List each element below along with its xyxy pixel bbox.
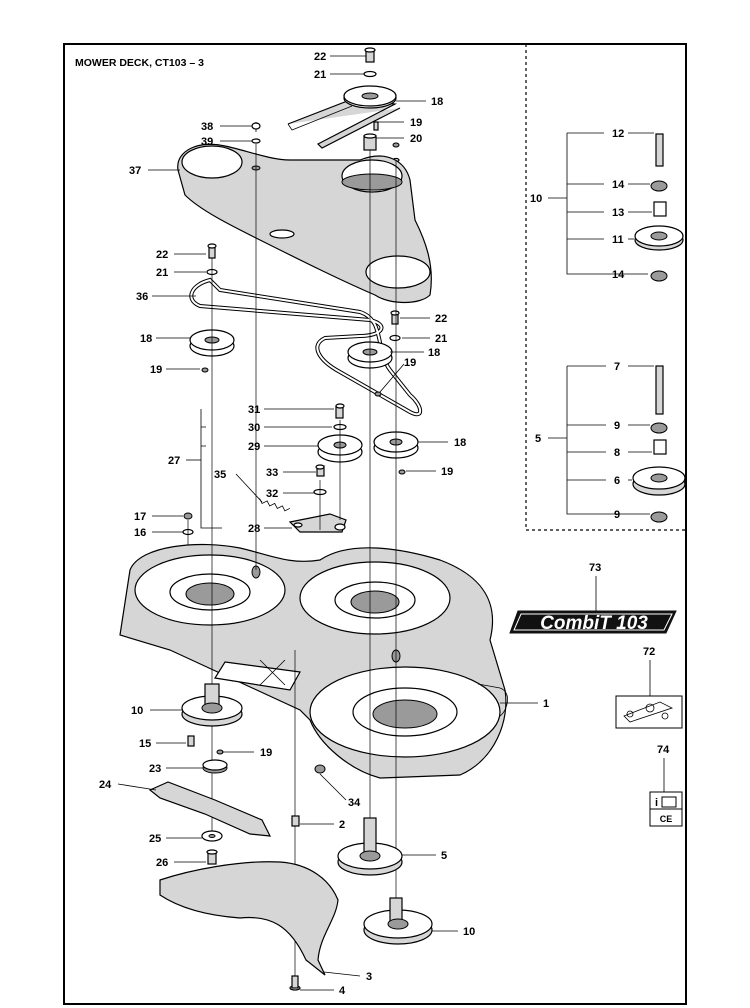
- callout-38: 38: [201, 121, 213, 133]
- callout-10: 10: [131, 705, 143, 717]
- callout-34: 34: [348, 797, 361, 809]
- callout-15: 15: [139, 738, 151, 750]
- diagram-frame: [63, 43, 687, 1005]
- callout-5: 5: [441, 850, 447, 862]
- callout-36: 36: [136, 291, 148, 303]
- callout-14: 14: [612, 179, 625, 191]
- callout-9: 9: [614, 420, 620, 432]
- diagram-title: MOWER DECK, CT103 – 3: [75, 57, 204, 69]
- callout-24: 24: [99, 779, 112, 791]
- callout-27: 27: [168, 455, 180, 467]
- callout-10: 10: [530, 193, 542, 205]
- callout-11: 11: [612, 234, 624, 246]
- callout-74: 74: [657, 744, 670, 756]
- combit-logo-text: CombiT 103: [540, 613, 648, 634]
- callout-18: 18: [431, 96, 443, 108]
- belt-cover: [177, 122, 432, 304]
- manual-book-icon: [661, 796, 677, 808]
- callout-9: 9: [614, 509, 620, 521]
- info-icon: i: [655, 797, 658, 809]
- callout-32: 32: [266, 488, 278, 500]
- callout-10: 10: [463, 926, 475, 938]
- callout-72: 72: [643, 646, 655, 658]
- callout-39: 39: [201, 136, 213, 148]
- callout-35: 35: [214, 469, 226, 481]
- callout-6: 6: [614, 475, 620, 487]
- callout-leaders: [117, 55, 665, 991]
- lower-spindle-mid: [314, 764, 403, 876]
- callout-73: 73: [589, 562, 601, 574]
- combit-decal: CombiT 103: [509, 610, 677, 634]
- callout-28: 28: [248, 523, 260, 535]
- callout-31: 31: [248, 404, 260, 416]
- callout-22: 22: [435, 313, 447, 325]
- callout-2: 2: [339, 819, 345, 831]
- callout-33: 33: [266, 467, 278, 479]
- callout-30: 30: [248, 422, 260, 434]
- tensioner-assembly: [259, 403, 419, 533]
- callout-1: 1: [543, 698, 549, 710]
- callout-22: 22: [314, 51, 326, 63]
- callout-4: 4: [339, 985, 346, 997]
- callout-7: 7: [614, 361, 620, 373]
- callout-3: 3: [366, 971, 372, 983]
- upper-pulley-assembly: [287, 47, 401, 163]
- callout-18: 18: [454, 437, 466, 449]
- callout-19: 19: [150, 364, 162, 376]
- callout-26: 26: [156, 857, 168, 869]
- callout-5: 5: [535, 433, 541, 445]
- callout-18: 18: [140, 333, 152, 345]
- callout-18: 18: [428, 347, 440, 359]
- callout-14: 14: [612, 269, 625, 281]
- callout-19: 19: [441, 466, 453, 478]
- callout-21: 21: [156, 267, 168, 279]
- callout-21: 21: [314, 69, 326, 81]
- mower-deck-housing: [119, 543, 508, 779]
- callout-12: 12: [612, 128, 624, 140]
- callout-21: 21: [435, 333, 447, 345]
- callout-25: 25: [149, 833, 161, 845]
- deflector-chute: [159, 815, 339, 991]
- ce-mark: CE: [660, 814, 673, 824]
- inset-border: [525, 44, 686, 531]
- callout-19: 19: [404, 357, 416, 369]
- callout-20: 20: [410, 133, 422, 145]
- callout-13: 13: [612, 207, 624, 219]
- spindle-kit-10: [634, 133, 684, 282]
- callout-37: 37: [129, 165, 141, 177]
- callout-8: 8: [614, 447, 620, 459]
- spindle-kit-5: [632, 365, 686, 523]
- callout-23: 23: [149, 763, 161, 775]
- info-ce-decal: i CE: [649, 791, 683, 827]
- lower-spindle-right: [363, 897, 433, 945]
- cutting-blade: [148, 781, 272, 865]
- callout-17: 17: [134, 511, 146, 523]
- belt-routing-decal: [615, 695, 683, 729]
- callout-16: 16: [134, 527, 146, 539]
- callout-29: 29: [248, 441, 260, 453]
- lower-spindle-left: [181, 683, 243, 774]
- callout-19: 19: [260, 747, 272, 759]
- callout-19: 19: [410, 117, 422, 129]
- callout-labels: 22 21 18 19 20 38 39 37 22 21 36 22 21 1…: [99, 51, 670, 997]
- callout-22: 22: [156, 249, 168, 261]
